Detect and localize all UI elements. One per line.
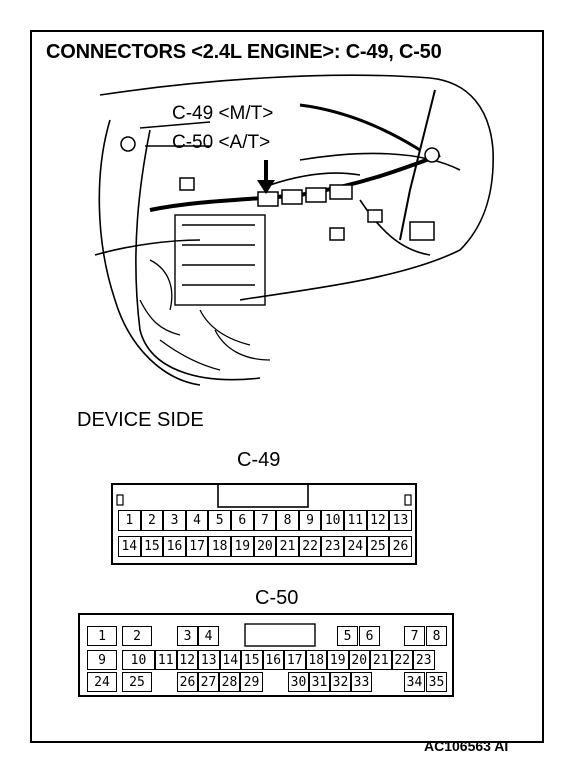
pin-27: 27	[198, 672, 219, 692]
pin-1: 1	[118, 510, 141, 531]
pin-17: 17	[185, 536, 209, 557]
pin-12: 12	[176, 650, 198, 670]
callout-c49: C-49 <M/T>	[172, 103, 274, 124]
pin-14: 14	[219, 650, 241, 670]
pin-7: 7	[404, 626, 425, 646]
device-side-label: DEVICE SIDE	[77, 409, 204, 431]
pin-9: 9	[298, 510, 322, 531]
pin-22: 22	[298, 536, 322, 557]
pin-13: 13	[389, 510, 412, 531]
pin-24: 24	[344, 536, 367, 557]
pin-22: 22	[391, 650, 413, 670]
pin-16: 16	[262, 650, 284, 670]
pin-8: 8	[426, 626, 447, 646]
pin-13: 13	[198, 650, 220, 670]
diagram-title: CONNECTORS <2.4L ENGINE>: C-49, C-50	[46, 41, 442, 63]
pin-20: 20	[348, 650, 370, 670]
pin-21: 21	[370, 650, 392, 670]
pin-24: 24	[87, 672, 117, 692]
pin-8: 8	[276, 510, 299, 531]
c49-label: C-49	[237, 449, 281, 471]
pin-31: 31	[309, 672, 330, 692]
pin-9: 9	[87, 650, 117, 670]
pin-25: 25	[366, 536, 390, 557]
pin-14: 14	[118, 536, 141, 557]
pin-7: 7	[253, 510, 277, 531]
pin-5: 5	[208, 510, 231, 531]
pin-2: 2	[140, 510, 164, 531]
pin-2: 2	[122, 626, 152, 646]
pin-11: 11	[344, 510, 367, 531]
pin-26: 26	[389, 536, 412, 557]
pin-33: 33	[351, 672, 372, 692]
pin-18: 18	[208, 536, 231, 557]
pin-26: 26	[177, 672, 198, 692]
pin-3: 3	[163, 510, 186, 531]
pin-20: 20	[253, 536, 277, 557]
pin-23: 23	[321, 536, 344, 557]
pin-15: 15	[241, 650, 263, 670]
pin-25: 25	[122, 672, 152, 692]
pin-16: 16	[163, 536, 186, 557]
diagram-frame	[30, 30, 544, 743]
pin-32: 32	[330, 672, 351, 692]
pin-29: 29	[240, 672, 263, 692]
pin-15: 15	[140, 536, 164, 557]
pin-19: 19	[327, 650, 349, 670]
pin-18: 18	[305, 650, 327, 670]
c50-label: C-50	[255, 587, 299, 609]
pin-28: 28	[219, 672, 240, 692]
pin-4: 4	[198, 626, 219, 646]
pin-35: 35	[426, 672, 447, 692]
figure-code: AC106563 AI	[424, 738, 509, 754]
pin-6: 6	[359, 626, 380, 646]
pin-4: 4	[185, 510, 209, 531]
pin-23: 23	[413, 650, 435, 670]
pin-21: 21	[276, 536, 299, 557]
pin-19: 19	[231, 536, 254, 557]
pin-1: 1	[87, 626, 117, 646]
pin-17: 17	[284, 650, 306, 670]
pin-12: 12	[366, 510, 390, 531]
pin-5: 5	[337, 626, 358, 646]
pin-11: 11	[155, 650, 177, 670]
pin-30: 30	[288, 672, 309, 692]
pin-34: 34	[404, 672, 425, 692]
pin-10: 10	[321, 510, 344, 531]
callout-c50: C-50 <A/T>	[172, 132, 271, 153]
pin-6: 6	[231, 510, 254, 531]
pin-10: 10	[122, 650, 155, 670]
pin-3: 3	[177, 626, 198, 646]
